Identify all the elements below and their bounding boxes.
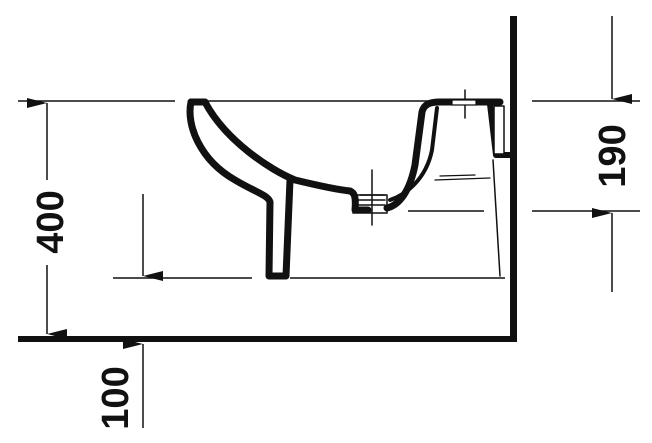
dimension-100: 100 xyxy=(95,339,144,430)
wall-and-floor xyxy=(18,16,517,342)
wall-line xyxy=(510,16,517,342)
dimension-400: 400 xyxy=(27,98,72,339)
floor-line xyxy=(18,336,517,342)
bidet-body xyxy=(186,89,513,280)
dimension-190: 190 xyxy=(592,16,634,292)
dimension-label-400: 400 xyxy=(30,190,72,253)
dimension-label-100: 100 xyxy=(95,366,137,429)
extension-lines xyxy=(18,100,640,279)
dimension-label-190: 190 xyxy=(592,124,634,187)
